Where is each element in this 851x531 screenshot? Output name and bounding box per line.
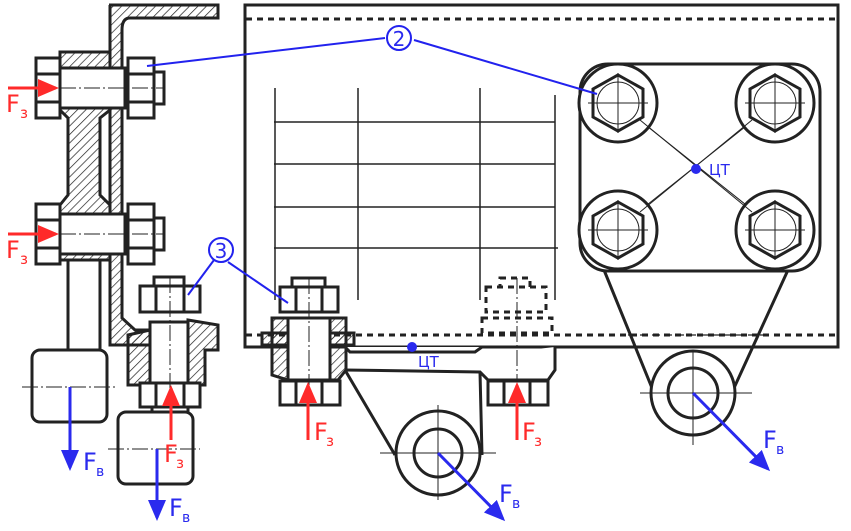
top-view: [577, 62, 822, 472]
top-force-external-arrow: [691, 391, 771, 472]
label-cg-front: ЦТ: [418, 353, 440, 371]
label-fv-front: F в: [499, 480, 520, 512]
front-left-bolt: [260, 276, 356, 407]
callout-2-leaders: [146, 25, 598, 95]
svg-text:F: F: [164, 440, 178, 468]
svg-text:F: F: [83, 448, 97, 476]
lower-bolt: [34, 202, 166, 266]
svg-text:F: F: [763, 426, 777, 454]
top-center-of-gravity-dot: [691, 164, 701, 174]
svg-text:з: з: [20, 104, 28, 122]
svg-text:F: F: [314, 418, 328, 446]
svg-text:в: в: [96, 464, 104, 480]
callout-3-leaders: [187, 237, 289, 304]
label-fz-front-right: F з: [522, 418, 542, 450]
label-fv-side2: F в: [169, 494, 190, 526]
svg-text:з: з: [20, 250, 28, 268]
svg-text:F: F: [499, 480, 513, 508]
top-bolt-bl: [577, 189, 659, 271]
svg-text:в: в: [776, 442, 784, 458]
front-view: [260, 276, 557, 522]
side-vertical-bolt: [108, 275, 220, 486]
front-center-of-gravity-dot: [407, 342, 417, 352]
front-force-external-arrow: [436, 451, 506, 522]
callout-2-label: 2: [393, 27, 406, 51]
svg-text:F: F: [169, 494, 183, 522]
svg-text:з: з: [326, 432, 334, 450]
label-fz-upper: F з: [6, 90, 28, 122]
frame: [243, 3, 840, 349]
svg-text:в: в: [512, 496, 520, 512]
top-bolt-tr: [734, 62, 816, 144]
svg-text:з: з: [176, 454, 184, 472]
cargo-grid: [274, 88, 558, 300]
callout-3-label: 3: [215, 239, 228, 263]
top-bolt-tl: [577, 62, 659, 144]
top-bolt-br: [734, 189, 816, 271]
side-view: [8, 3, 220, 521]
label-fv-side: F в: [83, 448, 104, 480]
svg-text:F: F: [6, 90, 20, 118]
svg-text:в: в: [182, 510, 190, 526]
svg-text:F: F: [522, 418, 536, 446]
label-cg-top: ЦТ: [709, 161, 731, 179]
label-fz-front-left: F з: [314, 418, 334, 450]
label-fv-top: F в: [763, 426, 784, 458]
svg-text:F: F: [6, 236, 20, 264]
label-fz-lower: F з: [6, 236, 28, 268]
svg-text:з: з: [534, 432, 542, 450]
label-fz-side-vertical: F з: [164, 440, 184, 472]
